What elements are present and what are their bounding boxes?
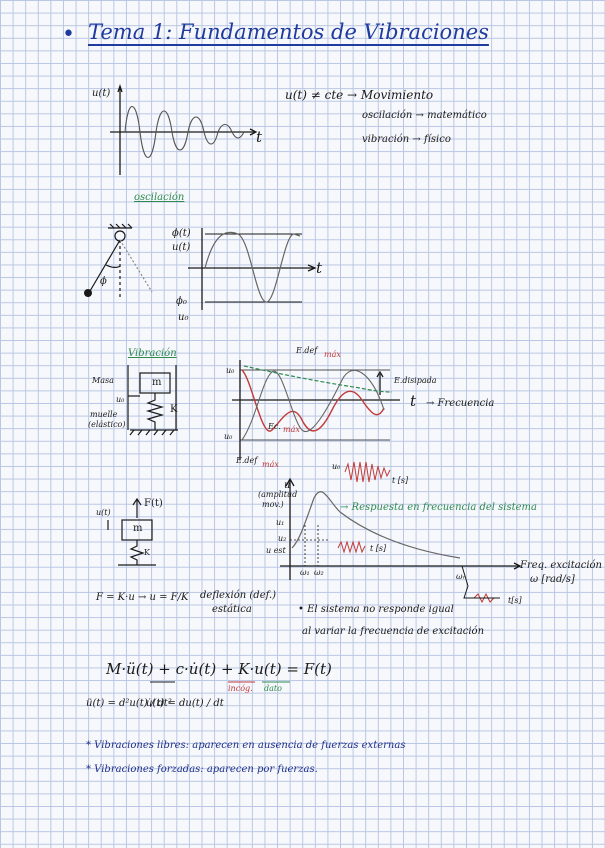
response-red-zigzag — [344, 461, 391, 483]
vibracion-max-1: máx — [324, 350, 341, 359]
vibracion-masa: Masa — [92, 376, 114, 385]
vibracion-max-2: máx — [283, 425, 300, 434]
oscilacion-phi: ϕ — [100, 276, 107, 287]
equation-acc: ü(t) = d²u(t) / dt² — [86, 698, 172, 709]
respuesta-w1: ω₁ — [300, 568, 310, 577]
respuesta-sec-label-2: t [s] — [370, 544, 387, 553]
vibracion-muelle: muelle — [90, 410, 118, 419]
respuesta-amp-1: (amplitud — [258, 490, 298, 499]
equation-incog: incóg. — [228, 684, 253, 693]
respuesta-sec-label: t [s] — [392, 476, 409, 485]
vibracion-u0: u₀ — [116, 395, 125, 404]
equation-dato: dato — [264, 684, 282, 693]
vibration-green-envelope — [243, 365, 393, 393]
oscilacion-phi0: ϕ₀ — [176, 296, 187, 307]
frequency-response-curve — [291, 491, 461, 559]
vibracion-heading: Vibración — [128, 348, 177, 359]
respuesta-wr: ωᵣ — [456, 572, 466, 581]
oscilacion-u-axis: u(t) — [172, 242, 191, 253]
vibration-gray-curve — [241, 369, 385, 441]
title-bullet: • — [62, 22, 75, 47]
equation-vel: u̇(t) = du(t) / dt — [146, 698, 224, 709]
respuesta-freq-exc-2: ω [rad/s] — [530, 574, 575, 585]
respuesta-k: K — [144, 548, 150, 557]
oscilacion-u0: u₀ — [178, 312, 189, 323]
respuesta-m: m — [133, 523, 143, 534]
vibracion-uo-neg: u₀ — [224, 432, 233, 441]
vibracion-elastico: (elástico) — [88, 420, 126, 429]
respuesta-freq-exc-1: Freq. excitación — [520, 560, 602, 571]
force-mass-system — [107, 497, 156, 566]
vibracion-edef-bottom: E.def — [236, 456, 258, 465]
static-note-2: al variar la frecuencia de excitación — [302, 626, 485, 637]
response-red-small — [337, 540, 366, 554]
vibracion-m: m — [152, 377, 162, 388]
respuesta-u2: u₂ — [278, 534, 287, 543]
respuesta-amp-2: mov.) — [262, 500, 284, 509]
equation-main: M·ü(t) + c·u̇(t) + K·u(t) = F(t) — [106, 660, 332, 678]
intro-damped-wave — [124, 106, 245, 158]
intro-plot — [110, 83, 258, 175]
respuesta-sec-label-3: t[s] — [508, 596, 522, 605]
intro-line-2: oscilación → matemático — [362, 110, 487, 121]
pendulum — [89, 223, 153, 300]
vibracion-frecuencia: → Frecuencia — [426, 398, 495, 409]
vibracion-uo-axis: u₀ — [226, 366, 235, 375]
respuesta-u-axis: u — [284, 480, 291, 491]
bullet-free-vibrations: * Vibraciones libres: aparecen en ausenc… — [86, 740, 406, 751]
intro-line-3: vibración → físico — [362, 134, 451, 145]
vibracion-ec: Ec. — [268, 422, 281, 431]
vibracion-k: K — [170, 404, 178, 415]
page-title: Tema 1: Fundamentos de Vibraciones — [88, 20, 489, 44]
static-note-1: • El sistema no responde igual — [298, 604, 454, 615]
intro-t-axis: t — [256, 128, 263, 146]
respuesta-ut-label: u(t) — [96, 508, 111, 517]
oscilacion-t-axis: t — [316, 259, 323, 277]
static-def-2: estática — [212, 604, 252, 615]
bullet-forced-vibrations: * Vibraciones forzadas: aparecen por fue… — [86, 764, 318, 775]
respuesta-w2: ω₂ — [314, 568, 324, 577]
oscillation-plot — [188, 228, 317, 310]
vibration-red-curve — [241, 369, 385, 432]
vibracion-edisipada: E.disipada — [394, 376, 437, 385]
frequency-response-plot — [280, 477, 522, 580]
respuesta-curve-label: → Respuesta en frecuencia del sistema — [340, 502, 538, 513]
vibracion-t: t — [410, 392, 417, 410]
respuesta-uest: u est — [266, 546, 286, 555]
mass-spring — [127, 365, 178, 436]
intro-line-1: u(t) ≠ cte → Movimiento — [285, 88, 434, 102]
oscilacion-phi-axis: ϕ(t) — [172, 228, 191, 239]
intro-u-axis: u(t) — [92, 88, 111, 99]
respuesta-uo-top: u₀ — [332, 462, 341, 471]
respuesta-u1: u₁ — [276, 518, 285, 527]
vibracion-max-3: máx — [262, 460, 279, 469]
vibracion-edef-top: E.def — [296, 346, 318, 355]
static-formula: F = K·u → u = F/K — [96, 592, 189, 603]
respuesta-force: F(t) — [144, 498, 163, 509]
oscillation-sine — [204, 231, 301, 303]
oscilacion-heading: oscilación — [134, 192, 185, 203]
static-def-1: deflexión (def.) — [200, 590, 277, 601]
